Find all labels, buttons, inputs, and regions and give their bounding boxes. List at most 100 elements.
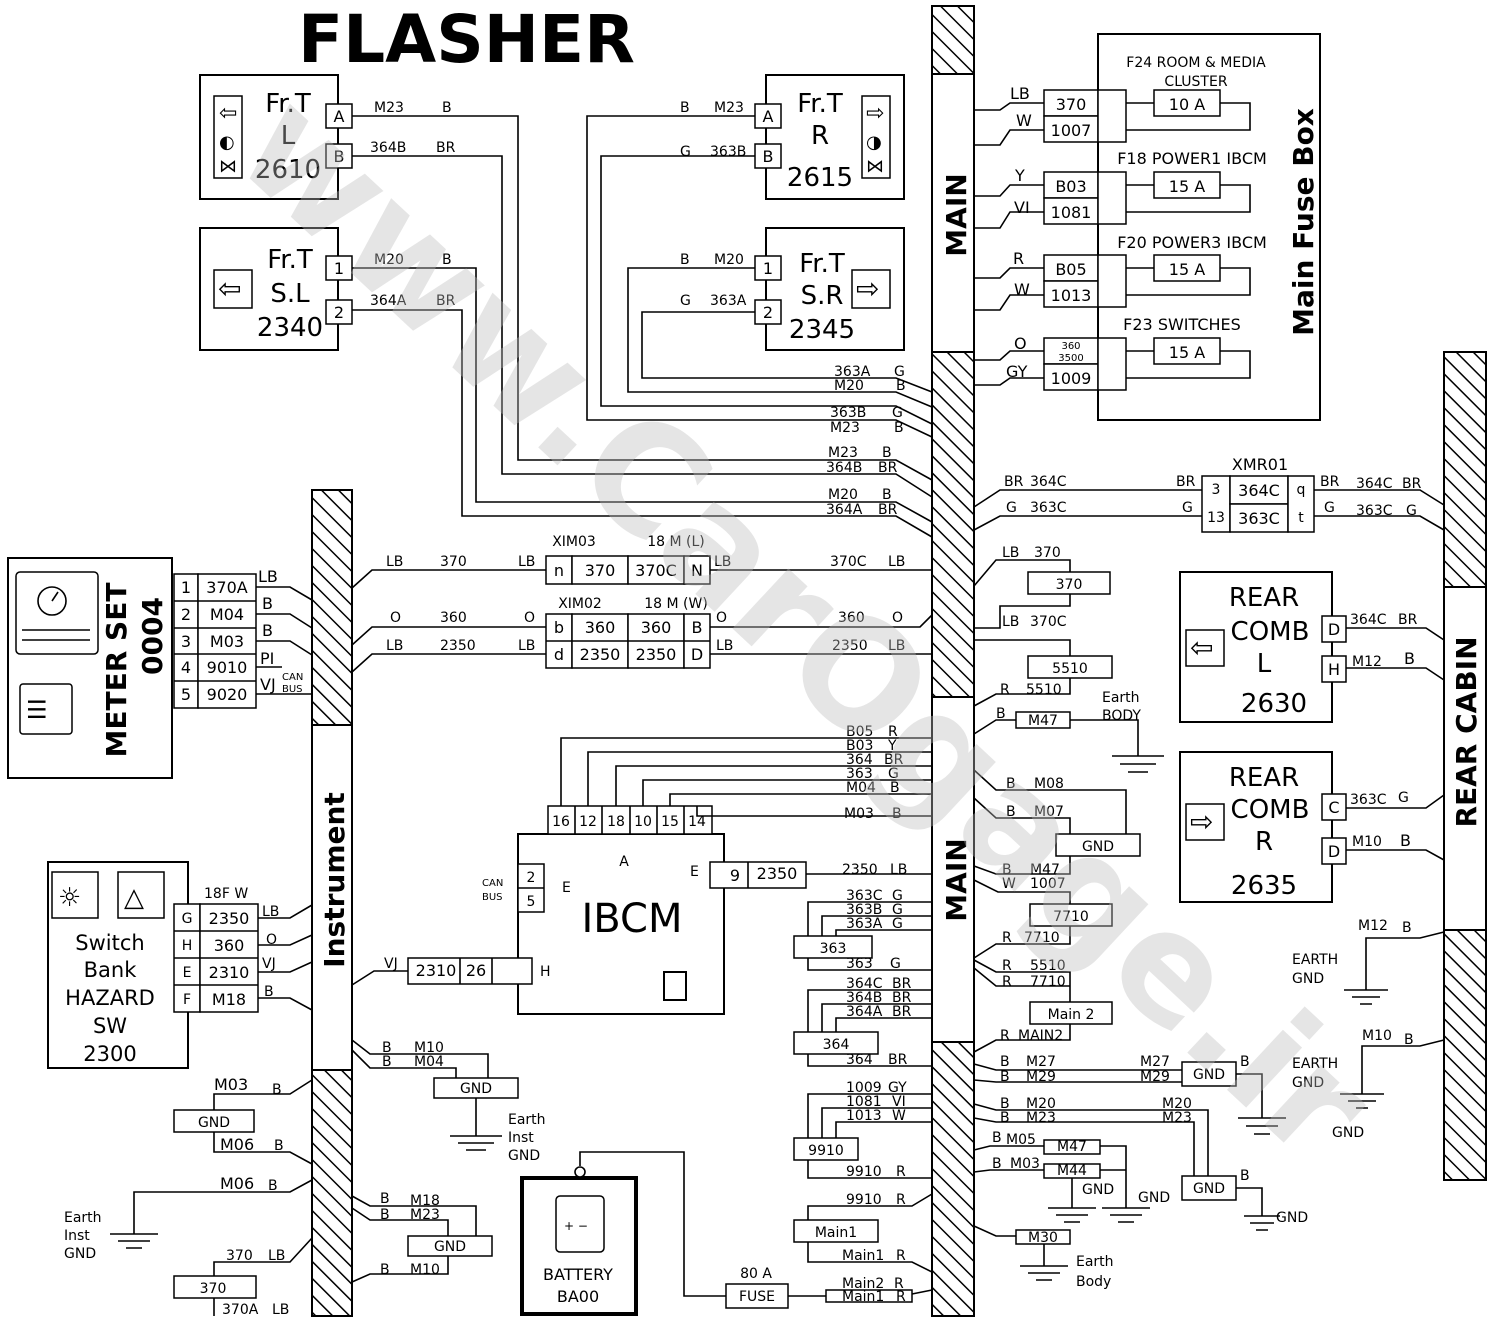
svg-text:M04: M04 (846, 780, 876, 796)
svg-text:GND: GND (434, 1239, 466, 1255)
svg-text:B: B (992, 1156, 1002, 1172)
svg-text:M23: M23 (1162, 1110, 1192, 1126)
svg-text:M23: M23 (714, 100, 744, 116)
svg-text:Earth: Earth (64, 1210, 102, 1226)
svg-text:M23: M23 (828, 445, 858, 461)
svg-text:13: 13 (1207, 510, 1225, 526)
svg-text:364C: 364C (1350, 612, 1387, 628)
svg-text:BR: BR (888, 1052, 908, 1068)
svg-text:364: 364 (846, 752, 873, 768)
svg-text:GND: GND (1082, 1182, 1114, 1198)
svg-text:IBCM: IBCM (582, 896, 683, 942)
svg-text:14: 14 (688, 814, 706, 830)
svg-text:LB: LB (258, 567, 278, 586)
svg-text:BR: BR (1004, 474, 1024, 490)
svg-text:R: R (896, 1289, 906, 1305)
svg-text:Inst: Inst (64, 1228, 90, 1244)
svg-text:B: B (262, 621, 273, 640)
svg-text:5510: 5510 (1030, 958, 1066, 974)
svg-text:1081: 1081 (846, 1094, 882, 1110)
svg-text:B: B (380, 1207, 390, 1223)
svg-text:BR: BR (878, 460, 898, 476)
svg-text:2350: 2350 (842, 862, 878, 878)
svg-text:R: R (1000, 1028, 1010, 1044)
arrow-right-icon: ⇨ (866, 101, 884, 126)
svg-text:9910: 9910 (846, 1192, 882, 1208)
svg-text:B: B (274, 1138, 284, 1154)
headlamp-icon: ☰ (26, 696, 48, 724)
svg-text:M30: M30 (1028, 1230, 1058, 1246)
svg-text:B: B (380, 1191, 390, 1207)
svg-text:3500: 3500 (1058, 353, 1083, 364)
svg-text:3: 3 (181, 632, 191, 651)
svg-text:LB: LB (714, 554, 731, 570)
svg-text:1009: 1009 (1051, 369, 1092, 388)
svg-text:C: C (1328, 798, 1339, 817)
svg-text:M04: M04 (414, 1054, 444, 1070)
svg-text:363: 363 (846, 956, 873, 972)
svg-text:MAIN2: MAIN2 (1018, 1028, 1063, 1044)
main-bar: MAIN MAIN (931, 5, 975, 1317)
svg-text:GND: GND (1193, 1067, 1225, 1083)
svg-text:R: R (1013, 249, 1024, 268)
svg-text:1: 1 (181, 578, 191, 597)
svg-text:2300: 2300 (83, 1042, 136, 1066)
svg-text:D: D (1328, 842, 1340, 861)
svg-text:360: 360 (440, 610, 467, 626)
svg-text:363: 363 (846, 766, 873, 782)
svg-text:B: B (882, 445, 892, 461)
svg-text:VI: VI (892, 1094, 906, 1110)
svg-text:B: B (1000, 1054, 1010, 1070)
svg-text:M10: M10 (1352, 834, 1382, 850)
arrow-left-icon: ⇦ (219, 101, 237, 126)
svg-text:LB: LB (268, 1248, 285, 1264)
svg-text:M23: M23 (410, 1207, 440, 1223)
svg-text:GND: GND (1082, 839, 1114, 855)
svg-text:G: G (1182, 500, 1193, 516)
svg-text:Fr.T: Fr.T (797, 89, 843, 119)
svg-text:BR: BR (884, 752, 904, 768)
svg-text:M05: M05 (1006, 1132, 1036, 1148)
svg-text:S.L: S.L (270, 279, 310, 309)
svg-text:R: R (1000, 682, 1010, 698)
svg-text:D: D (1328, 620, 1340, 639)
svg-text:364: 364 (846, 1052, 873, 1068)
svg-text:1007: 1007 (1030, 876, 1066, 892)
svg-text:LB: LB (272, 1302, 289, 1318)
page-title: FLASHER (298, 1, 635, 78)
svg-text:363C: 363C (1238, 509, 1280, 528)
svg-text:M03: M03 (214, 1075, 248, 1094)
fuse-f24-label2: CLUSTER (1164, 74, 1227, 90)
svg-text:9020: 9020 (207, 685, 248, 704)
svg-text:370: 370 (440, 554, 467, 570)
svg-text:LB: LB (1002, 614, 1019, 630)
meter-pins: 1 2 3 4 5 370A M04 M03 9010 9020 LB B B … (173, 567, 313, 709)
svg-text:M12: M12 (1358, 918, 1388, 934)
svg-text:Fr.T: Fr.T (265, 89, 311, 119)
svg-text:VJ: VJ (384, 956, 398, 972)
svg-text:E: E (690, 864, 699, 880)
svg-text:M10: M10 (1362, 1028, 1392, 1044)
svg-text:360: 360 (1061, 341, 1080, 352)
svg-text:LB: LB (386, 638, 403, 654)
svg-text:Main1: Main1 (842, 1289, 884, 1305)
svg-text:M03: M03 (210, 632, 244, 651)
front-side-turn-left-2340: ⇦ Fr.T S.L 2340 1 2 (199, 227, 353, 351)
svg-text:EARTH: EARTH (1292, 1056, 1338, 1072)
svg-text:METER SET: METER SET (100, 583, 133, 758)
svg-text:A: A (334, 107, 345, 126)
fuse-f24-terminal1: 370 (1056, 95, 1087, 114)
svg-text:L: L (281, 121, 296, 151)
svg-text:B03: B03 (846, 738, 873, 754)
svg-text:M23: M23 (830, 420, 860, 436)
svg-text:BR: BR (1398, 612, 1418, 628)
svg-text:E: E (183, 965, 192, 981)
svg-text:10: 10 (634, 814, 652, 830)
svg-text:BR: BR (892, 990, 912, 1006)
svg-text:BR: BR (1402, 476, 1422, 492)
svg-text:M04: M04 (210, 605, 244, 624)
svg-text:VI: VI (1014, 198, 1030, 217)
svg-text:t: t (1298, 510, 1304, 526)
